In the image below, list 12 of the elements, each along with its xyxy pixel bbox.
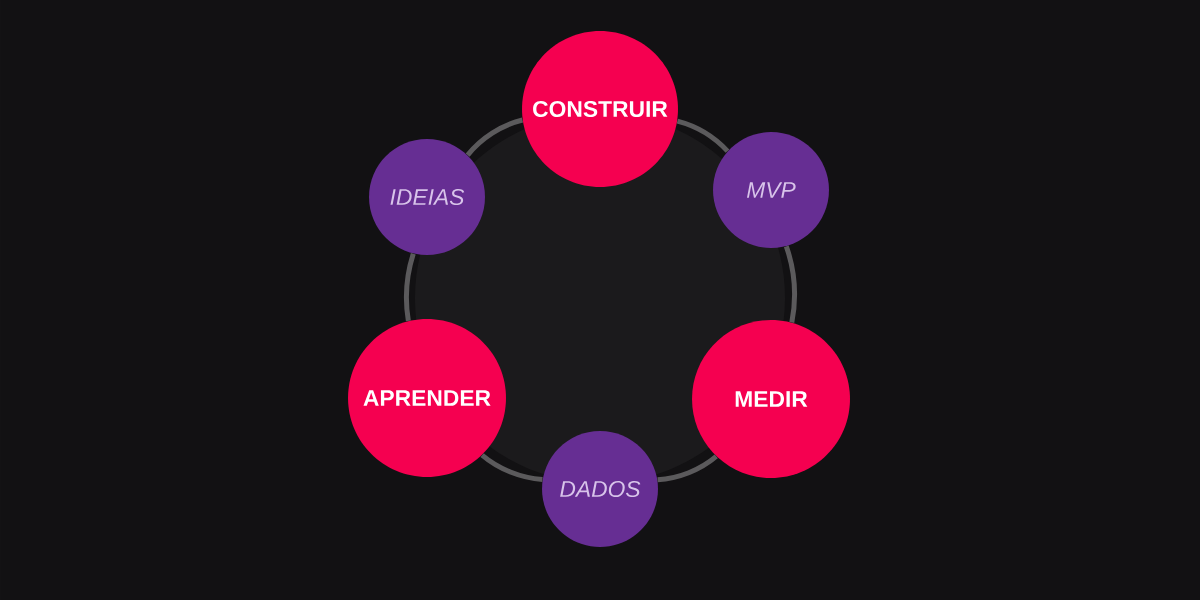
- circle-node: CONSTRUIR: [522, 31, 678, 187]
- circle-node: IDEIAS: [369, 139, 485, 255]
- circle-node: DADOS: [542, 431, 658, 547]
- ring-arc: [480, 453, 543, 482]
- circle-node: APRENDER: [348, 319, 506, 477]
- ring-arc: [657, 454, 718, 483]
- ring-arc: [404, 253, 416, 322]
- ring-arc: [465, 117, 524, 157]
- circle-node: MVP: [713, 132, 829, 248]
- ring-arc: [676, 118, 730, 153]
- circle-node: MEDIR: [692, 320, 850, 478]
- ring-arc: [783, 245, 797, 323]
